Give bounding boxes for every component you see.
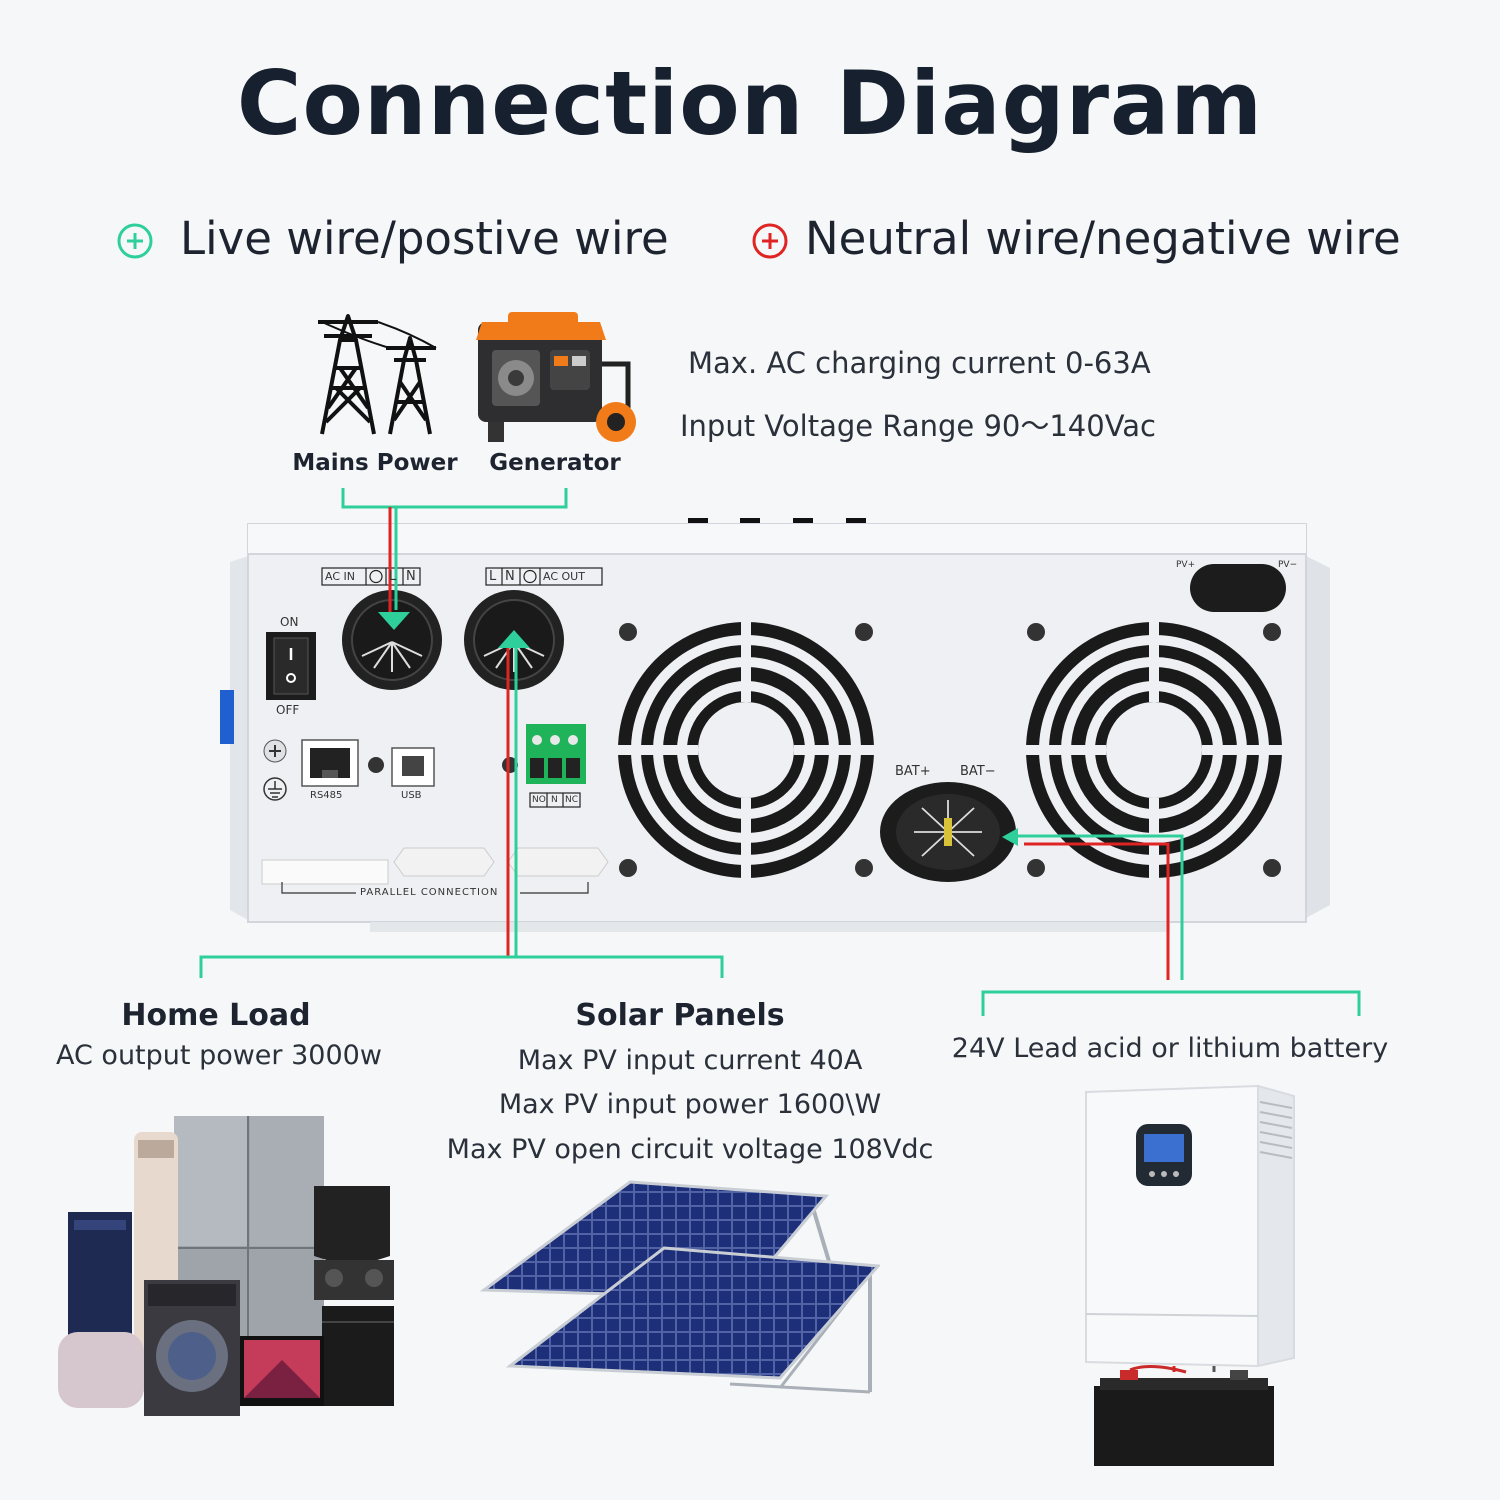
solar-panel-icon xyxy=(480,1180,880,1394)
solar-panels-title: Solar Panels xyxy=(575,998,785,1033)
pv-plus-label: PV+ xyxy=(1176,560,1196,570)
fan-icon xyxy=(618,622,874,878)
fan-icon xyxy=(1026,622,1282,878)
legend-live-label: Live wire/postive wire xyxy=(180,212,669,265)
mains-power-label: Mains Power xyxy=(292,450,458,476)
ac-charging-spec: Max. AC charging current 0-63A xyxy=(688,346,1151,380)
ac-in-l-label: L xyxy=(389,569,397,584)
ac-in-label: AC IN xyxy=(325,570,355,583)
ac-out-l-label: L xyxy=(489,569,497,584)
generator-icon xyxy=(476,312,636,442)
battery-icon xyxy=(1094,1365,1274,1466)
relay-no-label: NO xyxy=(532,795,546,805)
solar-spec-power: Max PV input power 1600\W xyxy=(498,1089,882,1120)
parallel-connection-label: PARALLEL CONNECTION xyxy=(360,887,499,898)
bat-plus-label: BAT+ xyxy=(895,764,931,779)
inverter-rear-panel xyxy=(199,488,1330,980)
solar-spec-current: Max PV input current 40A xyxy=(517,1045,863,1076)
switch-off-label: OFF xyxy=(276,703,300,717)
ac-out-label: AC OUT xyxy=(543,570,585,583)
home-load-spec: AC output power 3000w xyxy=(56,1040,382,1071)
pv-minus-label: PV− xyxy=(1278,560,1298,570)
home-load-title: Home Load xyxy=(121,998,311,1033)
relay-nc-label: NC xyxy=(565,795,579,805)
solar-spec-voltage: Max PV open circuit voltage 108Vdc xyxy=(446,1134,934,1165)
relay-n-label: N xyxy=(551,795,558,805)
usb-label: USB xyxy=(401,790,422,801)
ac-in-n-label: N xyxy=(406,569,416,584)
plus-circle-icon xyxy=(117,223,153,259)
input-voltage-spec: Input Voltage Range 90～140Vac xyxy=(680,409,1156,443)
bat-minus-label: BAT− xyxy=(960,764,996,779)
battery-spec: 24V Lead acid or lithium battery xyxy=(951,1033,1389,1064)
transmission-tower-icon xyxy=(318,314,437,435)
legend-neutral-label: Neutral wire/negative wire xyxy=(805,212,1401,265)
generator-label: Generator xyxy=(489,450,621,476)
plus-circle-icon xyxy=(752,223,788,259)
switch-on-label: ON xyxy=(280,615,299,629)
ac-out-n-label: N xyxy=(505,569,515,584)
battery-bracket xyxy=(981,990,1361,1016)
appliances-icon xyxy=(58,1116,394,1416)
page-title: Connection Diagram xyxy=(236,52,1264,155)
rs485-label: RS485 xyxy=(310,790,343,801)
inverter-icon xyxy=(1085,1084,1295,1372)
